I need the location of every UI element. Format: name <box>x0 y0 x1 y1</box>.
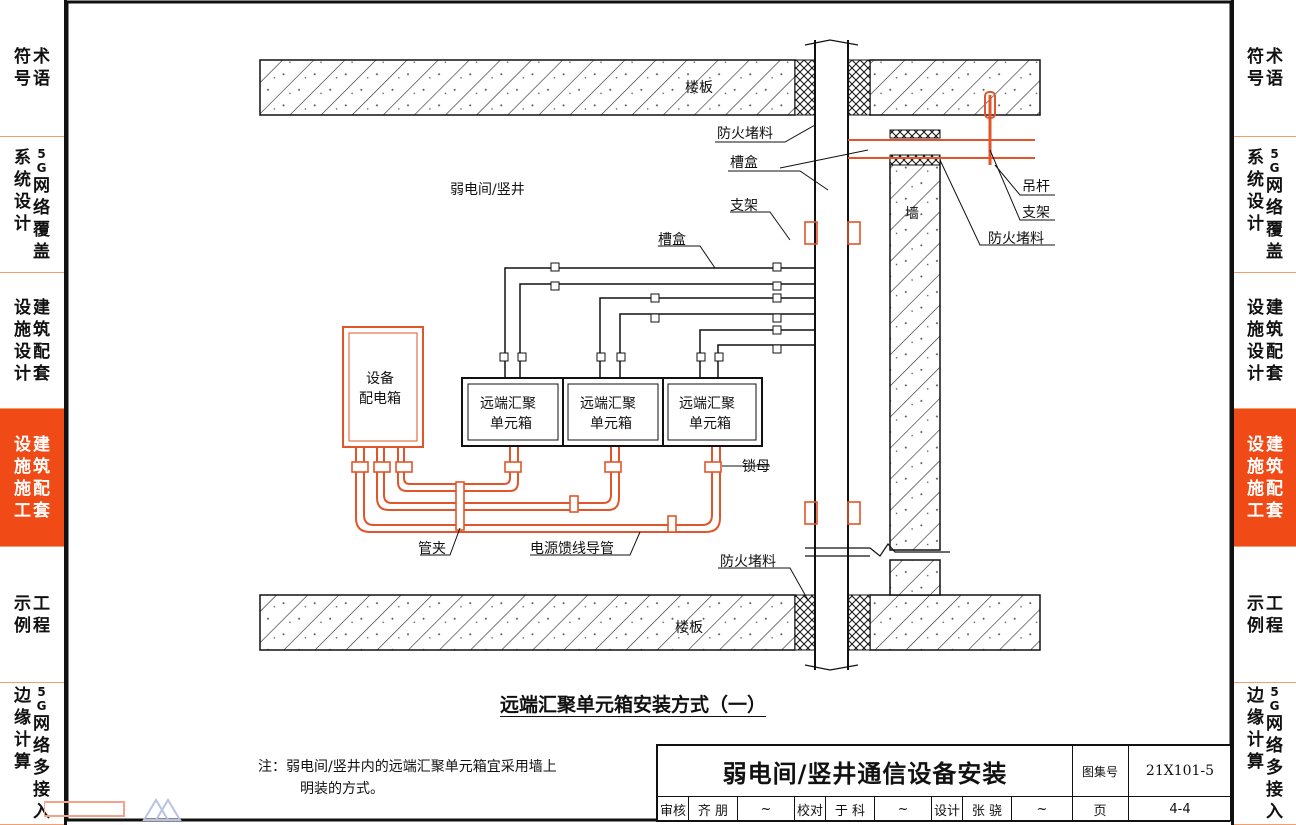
left-tab-3[interactable]: 建筑配套设施施工 <box>0 409 64 547</box>
right-tab-5-line-1: 边缘计算 <box>1247 685 1264 772</box>
fire-stop-bottom-right <box>847 594 871 651</box>
design-label: 设计 <box>932 796 963 822</box>
floor-slab-bottom-right <box>869 594 1041 651</box>
label-conduit: 电源馈线导管 <box>530 541 614 557</box>
right-tab-2-line-0: 建筑配套 <box>1266 297 1283 384</box>
left-tab-0-line-1: 符号 <box>14 47 31 89</box>
page-label: 页 <box>1072 796 1129 822</box>
label-bracket-right: 支架 <box>1022 205 1050 221</box>
floor-slab-top <box>259 59 796 116</box>
label-trough-mid: 槽盒 <box>658 231 686 248</box>
label-dist-box-2: 配电箱 <box>359 391 401 407</box>
design-name: 张 骁 <box>963 796 1012 822</box>
figure-caption: 远端汇聚单元箱安装方式（一） <box>500 694 767 716</box>
label-dist-box-1: 设备 <box>366 370 394 387</box>
right-tab-4-line-1: 示例 <box>1247 593 1264 636</box>
page-number: 4-4 <box>1169 801 1191 817</box>
left-tab-3-line-0: 建筑配套 <box>33 434 50 521</box>
right-tab-3-line-1: 设施施工 <box>1247 434 1264 521</box>
left-tab-5-line-1: 边缘计算 <box>14 685 31 772</box>
conduits <box>355 447 721 533</box>
label-hanger: 吊杆 <box>1022 179 1050 195</box>
label-floor-top: 楼板 <box>685 80 713 96</box>
left-tab-4-line-1: 示例 <box>14 593 31 636</box>
unit-boxes <box>461 377 763 447</box>
label-floor-bottom: 楼板 <box>675 620 703 636</box>
right-tab-1-line-1: 系统设计 <box>1247 147 1264 234</box>
label-trough-top: 槽盒 <box>730 154 758 171</box>
left-tab-3-line-1: 设施施工 <box>14 434 31 521</box>
left-tab-4-line-0: 工程 <box>33 593 50 636</box>
left-tab-0[interactable]: 术语符号 <box>0 0 64 137</box>
publisher-logo <box>44 798 182 821</box>
note: 注：弱电间/竖井内的远端汇聚单元箱宜采用墙上 明装的方式。 <box>258 756 557 800</box>
right-tab-2[interactable]: 建筑配套设施设计 <box>1234 273 1296 409</box>
label-wall: 墙 <box>905 206 919 222</box>
fire-stop-top-left <box>794 59 816 116</box>
review-name: 齐 朋 <box>689 796 738 822</box>
left-tab-4[interactable]: 工程示例 <box>0 547 64 683</box>
leader-lines <box>420 124 1055 601</box>
check-signature: ~ <box>875 796 932 822</box>
note-line1: 注：弱电间/竖井内的远端汇聚单元箱宜采用墙上 <box>258 759 557 775</box>
unit-1-line2: 单元箱 <box>490 416 532 432</box>
locknuts <box>351 461 722 533</box>
floor-slab-top-right <box>869 59 1041 116</box>
right-tab-2-line-1: 设施设计 <box>1247 297 1264 384</box>
wall <box>889 159 941 551</box>
atlas-label: 图集号 <box>1072 746 1129 797</box>
right-tab-3-line-0: 建筑配套 <box>1266 434 1283 521</box>
left-tab-2[interactable]: 建筑配套设施设计 <box>0 273 64 409</box>
floor-slab-bottom <box>259 594 796 651</box>
label-fire-bottom: 防火堵料 <box>720 554 776 570</box>
tray-clips <box>499 262 782 362</box>
label-fire-right: 防火堵料 <box>988 231 1044 247</box>
fire-stop-top-right <box>847 59 871 116</box>
label-clamp: 管夹 <box>418 541 446 557</box>
unit-2-line1: 远端汇聚 <box>580 396 636 412</box>
label-room: 弱电间/竖井 <box>450 182 525 198</box>
drawing-frame <box>67 0 1232 822</box>
distribution-box <box>342 326 424 448</box>
fire-stop-bottom-left <box>794 594 816 651</box>
unit-2-line2: 单元箱 <box>590 416 632 432</box>
check-name: 于 科 <box>826 796 875 822</box>
right-tab-0-line-0: 术语 <box>1266 47 1283 89</box>
label-locknut: 锁母 <box>742 459 770 475</box>
left-tab-0-line-0: 术语 <box>33 47 50 89</box>
check-label: 校对 <box>795 796 826 822</box>
label-fire-top: 防火堵料 <box>717 126 773 142</box>
left-tab-1-line-1: 系统设计 <box>14 147 31 234</box>
title-block: 弱电间/竖井通信设备安装 图集号 21X101-5 审核 齐 朋 ~ 校对 于 … <box>656 744 1232 822</box>
design-signature: ~ <box>1036 801 1048 817</box>
right-tab-0-line-1: 符号 <box>1247 47 1264 89</box>
drawing-title: 弱电间/竖井通信设备安装 <box>722 759 1008 788</box>
review-label: 审核 <box>658 796 689 822</box>
unit-3-line2: 单元箱 <box>689 416 731 432</box>
note-line2: 明装的方式。 <box>300 781 384 797</box>
right-tab-4-line-0: 工程 <box>1266 593 1283 636</box>
right-tab-3[interactable]: 建筑配套设施施工 <box>1234 409 1296 547</box>
right-tab-4[interactable]: 工程示例 <box>1234 547 1296 683</box>
label-bracket-left: 支架 <box>730 198 758 214</box>
unit-3-line1: 远端汇聚 <box>679 396 735 412</box>
left-tab-2-line-0: 建筑配套 <box>33 297 50 384</box>
right-tab-0[interactable]: 术语符号 <box>1234 0 1296 137</box>
installation-diagram: 楼板 防火堵料 槽盒 弱电间/竖井 支架 槽盒 吊杆 支架 防火堵料 墙 设备 … <box>67 0 1232 822</box>
unit-1-line1: 远端汇聚 <box>480 396 536 412</box>
review-signature: ~ <box>738 796 795 822</box>
atlas-number: 21X101-5 <box>1128 746 1232 797</box>
left-tab-2-line-1: 设施设计 <box>14 297 31 384</box>
